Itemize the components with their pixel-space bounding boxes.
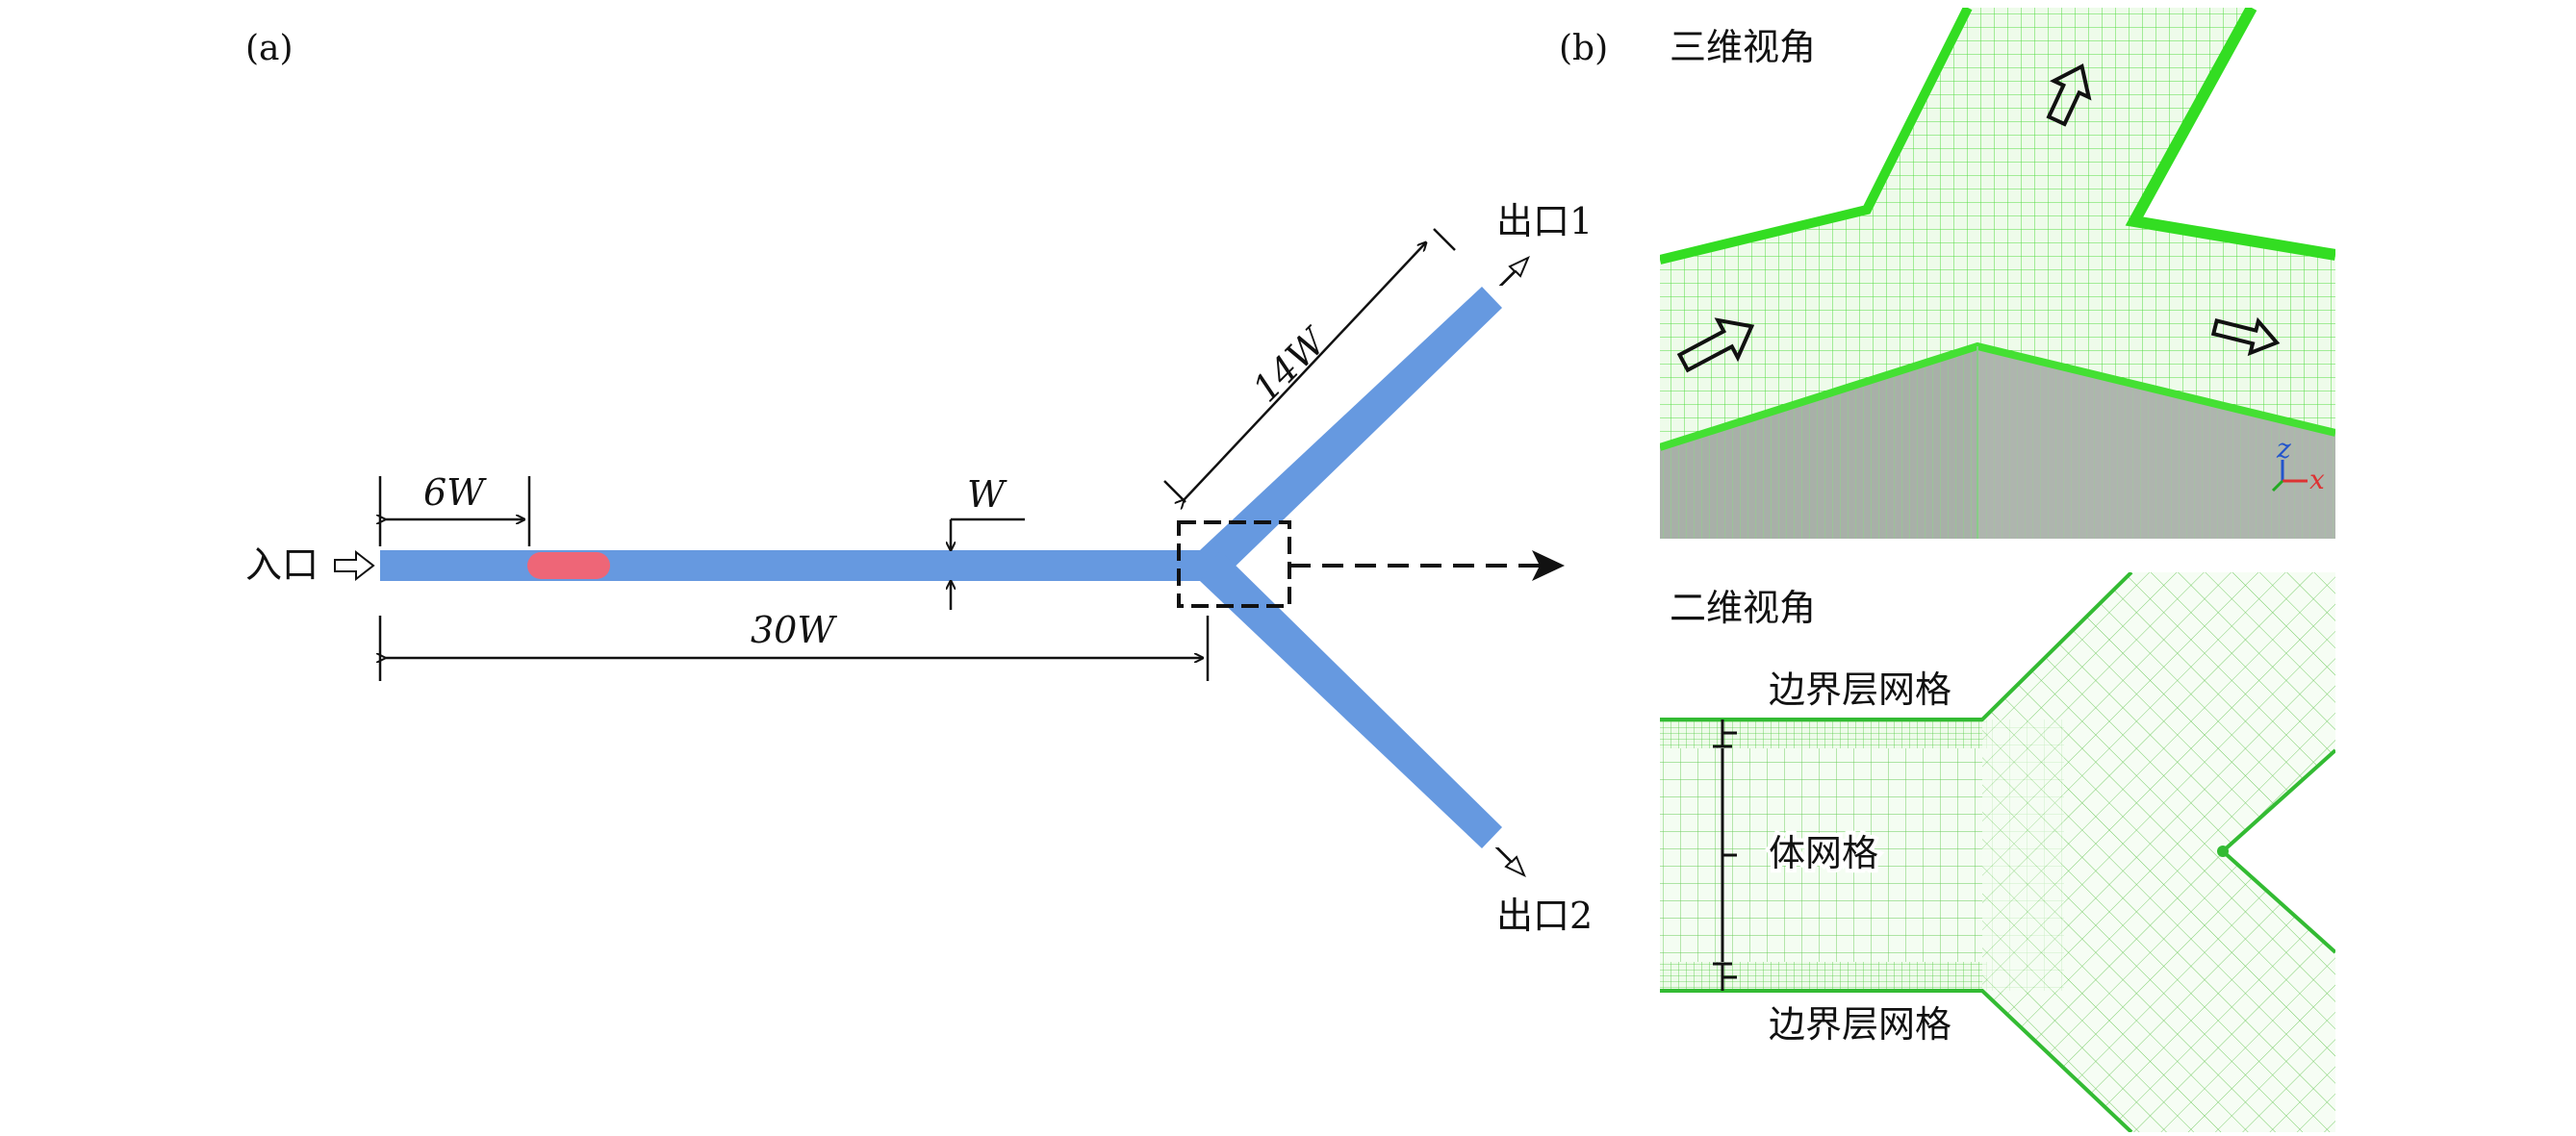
dim-14w-label: 14W — [1244, 318, 1336, 410]
outlet1-label: 出口1 — [1496, 200, 1593, 242]
boundary-bracket-bottom — [1721, 965, 1737, 991]
dim-w-label: W — [967, 473, 1007, 516]
outlet2-label: 出口2 — [1496, 895, 1593, 937]
body-bracket — [1721, 748, 1737, 962]
flow-arrow-in-icon — [1676, 317, 1755, 373]
axis-z-label: z — [2276, 433, 2291, 465]
dim-14w-arrow — [1184, 242, 1426, 500]
flow-arrow-up-icon — [2046, 63, 2092, 127]
droplet — [527, 552, 610, 579]
panel-a: (a) 入口 6W W 30W 14W 出口1 出 — [245, 29, 1593, 937]
flow-arrow-right-icon — [2210, 316, 2281, 357]
view3d-label: 三维视角 — [1670, 26, 1816, 68]
boundary-mesh-bottom-label: 边界层网格 — [1769, 1003, 1951, 1046]
inlet-channel — [380, 550, 1212, 581]
axis-x-label: x — [2309, 464, 2325, 495]
body-mesh-label: 体网格 — [1769, 832, 1878, 874]
lower-branch-channel — [1200, 550, 1502, 848]
axis-triad-icon: z x — [2271, 433, 2325, 495]
panel-b-label: (b) — [1559, 29, 1608, 68]
outlet1-arrow-icon — [1498, 255, 1530, 286]
dim-30w-label: 30W — [751, 609, 837, 651]
zoom-arrow-head-icon — [1532, 550, 1565, 581]
dim-6w-label: 6W — [423, 471, 487, 514]
boundary-mesh-top-label: 边界层网格 — [1769, 669, 1951, 711]
inlet-arrow-icon — [334, 549, 375, 582]
panel-b: (b) 三维视角 — [1559, 8, 2335, 1132]
view2d-label: 二维视角 — [1670, 587, 1816, 629]
panel-a-label: (a) — [245, 29, 293, 68]
inlet-label: 入口 — [245, 543, 319, 586]
zoom-box — [1177, 520, 1291, 608]
mesh-3d-view: z x — [1660, 8, 2335, 539]
mesh-2d-view: 边界层网格 体网格 边界层网格 — [1660, 572, 2335, 1132]
outlet2-arrow-icon — [1494, 847, 1526, 878]
boundary-bracket-top — [1721, 719, 1737, 745]
